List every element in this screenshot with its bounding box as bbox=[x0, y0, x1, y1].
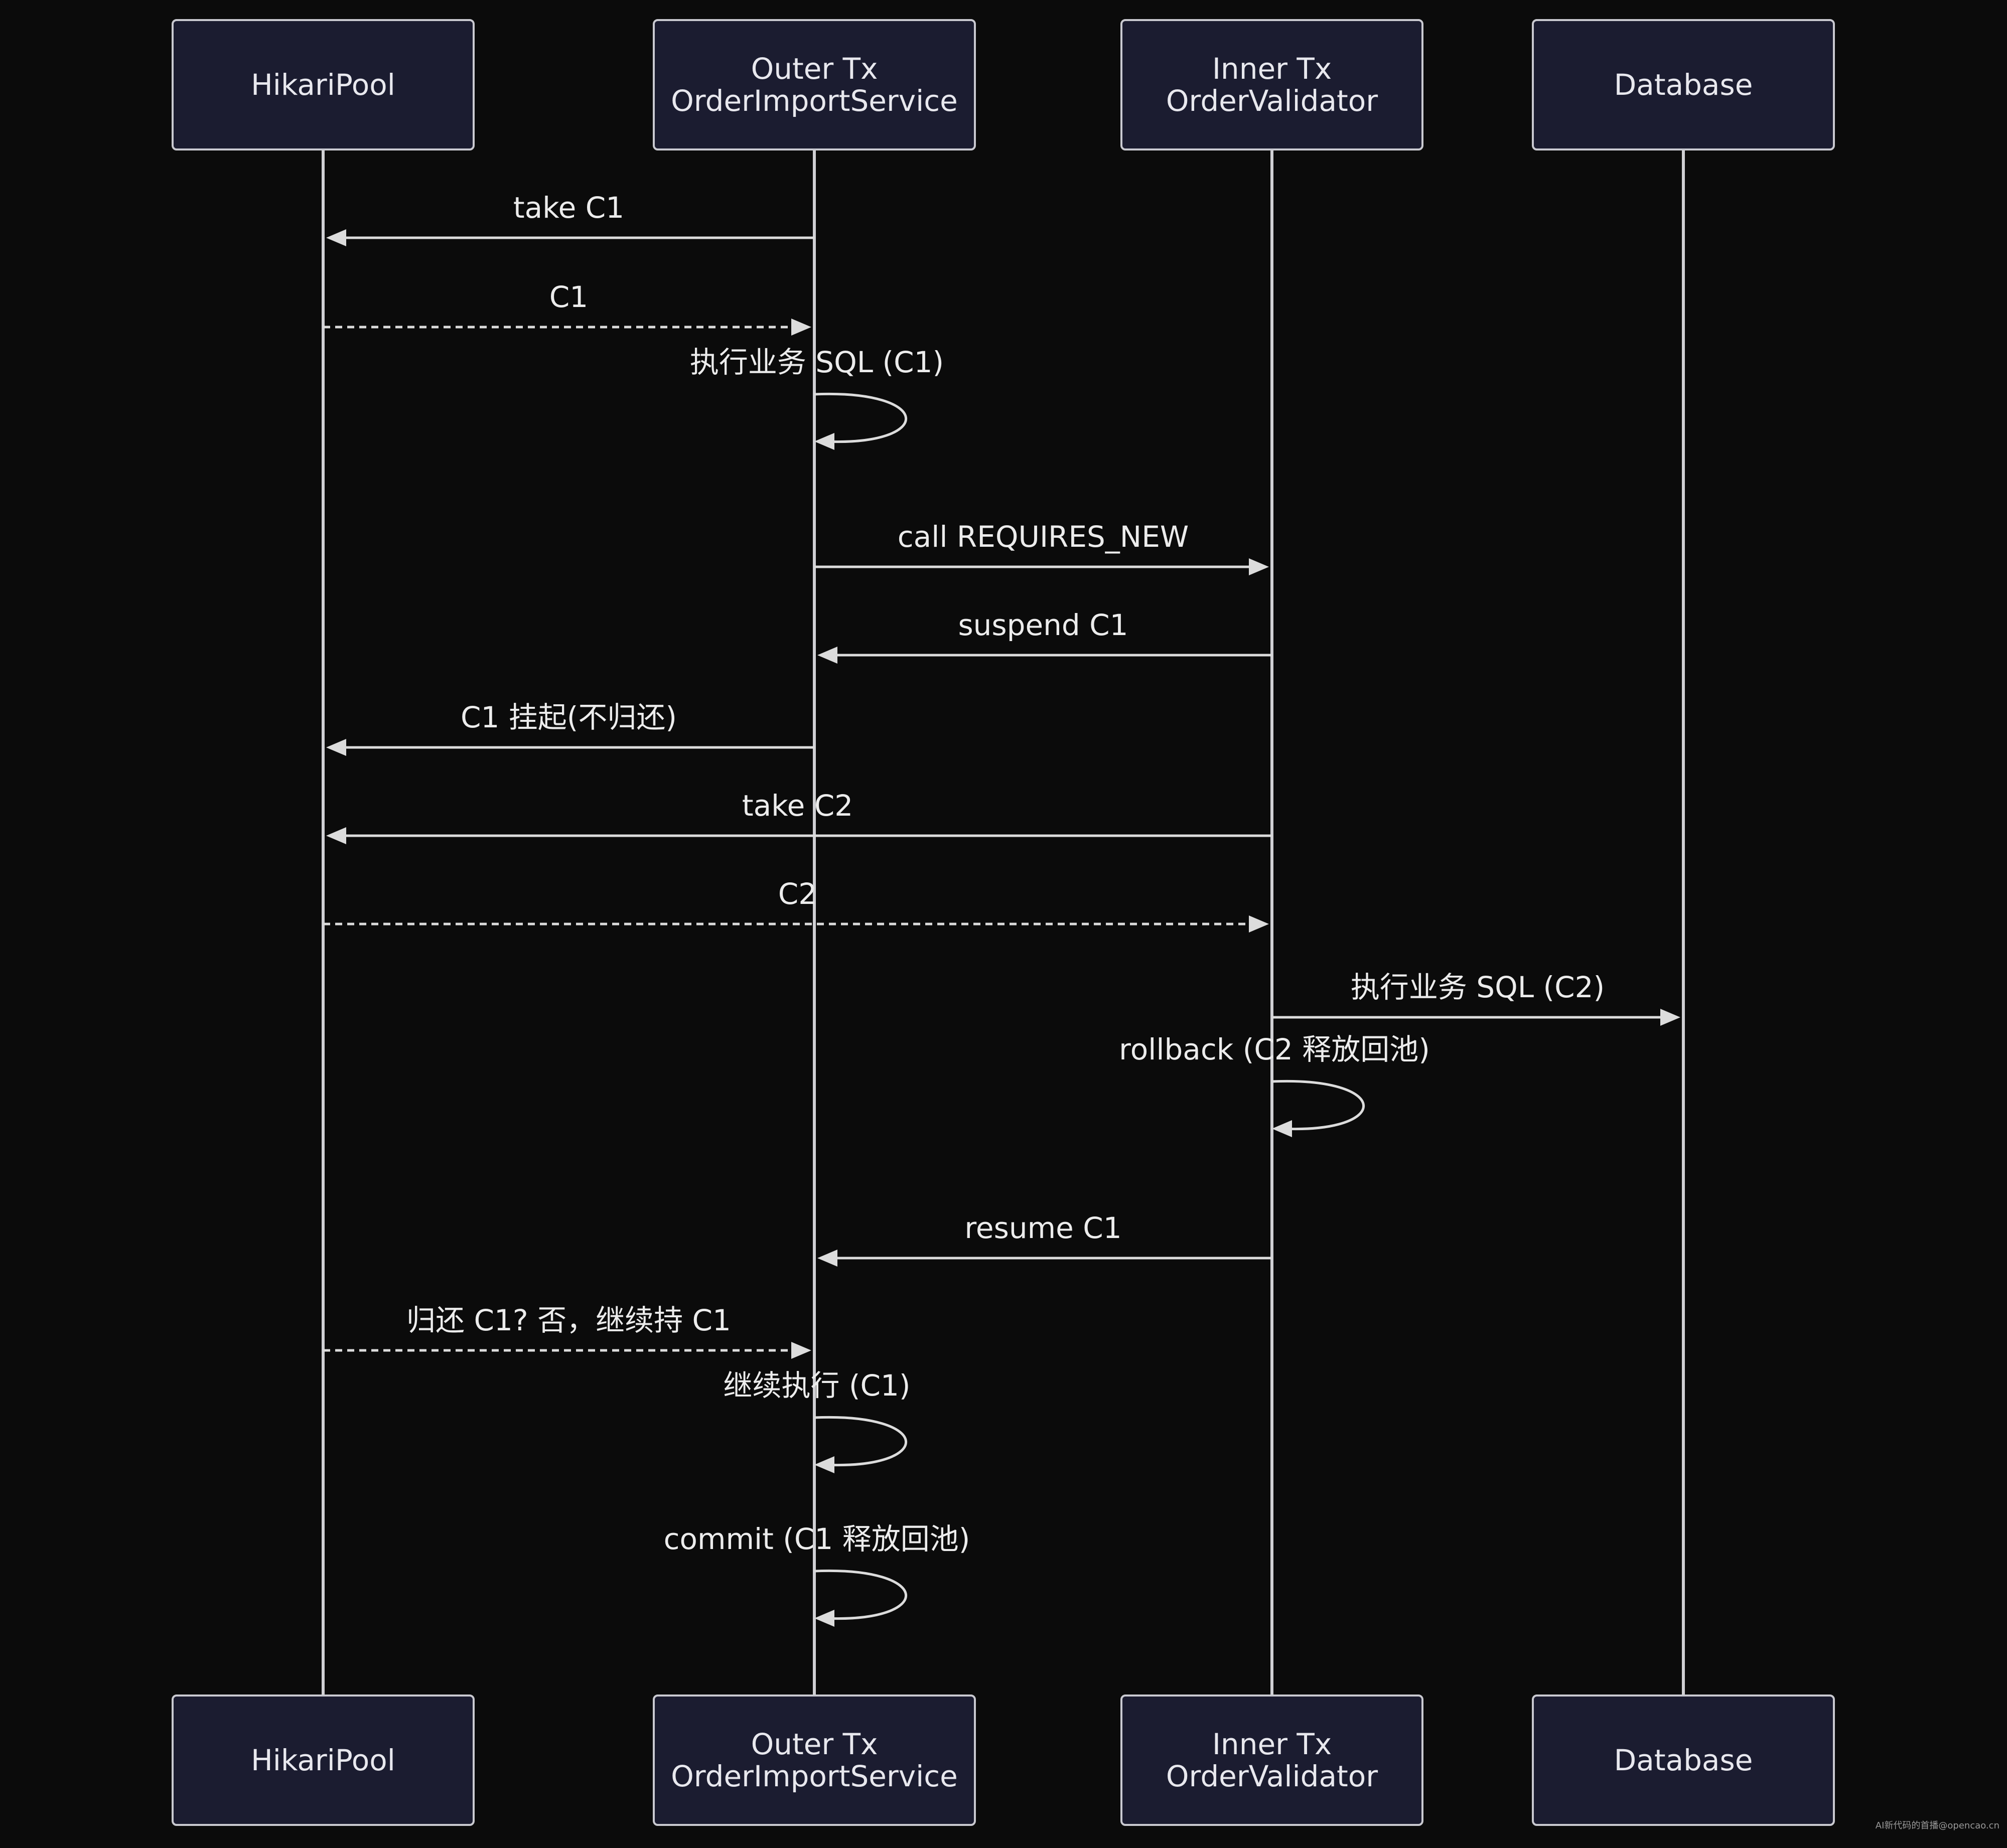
arrowhead bbox=[1660, 1009, 1680, 1026]
arrowhead bbox=[814, 433, 834, 450]
message: 执行业务 SQL (C1) bbox=[690, 345, 944, 450]
message-label: 执行业务 SQL (C2) bbox=[1351, 970, 1605, 1004]
actor-db-top: Database bbox=[1532, 19, 1835, 150]
message-loop bbox=[814, 392, 907, 443]
message: suspend C1 bbox=[817, 608, 1272, 664]
actor-box bbox=[1532, 19, 1835, 150]
actor-pool-bottom: HikariPool bbox=[172, 1695, 475, 1826]
message: take C2 bbox=[326, 789, 1272, 844]
messages: take C1 C1 执行业务 SQL (C1) call REQUIRES_NEWs… bbox=[323, 191, 1680, 1627]
message: rollback (C2 释放回池) bbox=[1119, 1032, 1430, 1137]
actor-label: OrderImportService bbox=[671, 1759, 958, 1793]
actor-pool-top: HikariPool bbox=[172, 19, 475, 150]
message-label: 执行业务 SQL (C1) bbox=[690, 345, 944, 379]
actor-label: Outer Tx bbox=[751, 1727, 878, 1761]
actor-label: HikariPool bbox=[251, 68, 395, 102]
message: commit (C1 释放回池) bbox=[664, 1522, 970, 1627]
arrowhead bbox=[791, 1342, 811, 1359]
actor-box bbox=[172, 19, 475, 150]
actor-box bbox=[1120, 1695, 1423, 1826]
message-label: C1 bbox=[549, 280, 588, 314]
message-label: 归还 C1? 否，继续持 C1 bbox=[406, 1303, 731, 1337]
message: C2 bbox=[323, 877, 1269, 933]
watermark-text: AI新代码的首播@opencao.cn bbox=[1876, 1820, 1999, 1831]
message-label: take C1 bbox=[513, 191, 624, 225]
message-label: suspend C1 bbox=[958, 608, 1128, 642]
message-loop bbox=[1271, 1080, 1365, 1131]
arrowhead bbox=[1249, 915, 1269, 933]
actor-box bbox=[1120, 19, 1423, 150]
actor-box bbox=[653, 1695, 976, 1826]
lifelines bbox=[322, 149, 1685, 1696]
actor-label: Inner Tx bbox=[1212, 52, 1332, 86]
arrowhead bbox=[1249, 558, 1269, 575]
message-label: call REQUIRES_NEW bbox=[898, 520, 1189, 554]
message: call REQUIRES_NEW bbox=[814, 520, 1269, 575]
arrowhead bbox=[817, 1250, 837, 1267]
arrowhead bbox=[817, 647, 837, 664]
message: 执行业务 SQL (C2) bbox=[1272, 970, 1680, 1026]
message-label: C1 挂起(不归还) bbox=[461, 700, 677, 734]
actor-label: OrderValidator bbox=[1166, 84, 1378, 118]
message-label: resume C1 bbox=[964, 1211, 1121, 1245]
message-loop bbox=[814, 1416, 907, 1467]
actor-label: Outer Tx bbox=[751, 52, 878, 86]
arrowhead bbox=[814, 1456, 834, 1473]
actor-label: Inner Tx bbox=[1212, 1727, 1332, 1761]
arrowhead bbox=[326, 229, 346, 246]
arrowhead bbox=[1272, 1120, 1292, 1137]
message: C1 bbox=[323, 280, 811, 336]
actor-label: HikariPool bbox=[251, 1743, 395, 1777]
actor-label: Database bbox=[1614, 68, 1753, 102]
message-label: 继续执行 (C1) bbox=[723, 1368, 910, 1403]
message-loop bbox=[814, 1569, 907, 1620]
arrowhead bbox=[326, 739, 346, 756]
message: resume C1 bbox=[817, 1211, 1272, 1267]
message: C1 挂起(不归还) bbox=[326, 700, 814, 756]
message-label: C2 bbox=[778, 877, 817, 911]
actor-label: OrderValidator bbox=[1166, 1759, 1378, 1793]
actor-box bbox=[653, 19, 976, 150]
actor-box bbox=[172, 1695, 475, 1826]
message-label: rollback (C2 释放回池) bbox=[1119, 1032, 1430, 1066]
arrowhead bbox=[814, 1610, 834, 1627]
arrowhead bbox=[791, 319, 811, 336]
actor-label: Database bbox=[1614, 1743, 1753, 1777]
actor-db-bottom: Database bbox=[1532, 1695, 1835, 1826]
message: 归还 C1? 否，继续持 C1 bbox=[323, 1303, 811, 1359]
arrowhead bbox=[326, 827, 346, 844]
message-label: commit (C1 释放回池) bbox=[664, 1522, 970, 1556]
message-label: take C2 bbox=[742, 789, 853, 823]
actor-box bbox=[1532, 1695, 1835, 1826]
message: 继续执行 (C1) bbox=[723, 1368, 911, 1473]
actor-label: OrderImportService bbox=[671, 84, 958, 118]
message: take C1 bbox=[326, 191, 814, 246]
